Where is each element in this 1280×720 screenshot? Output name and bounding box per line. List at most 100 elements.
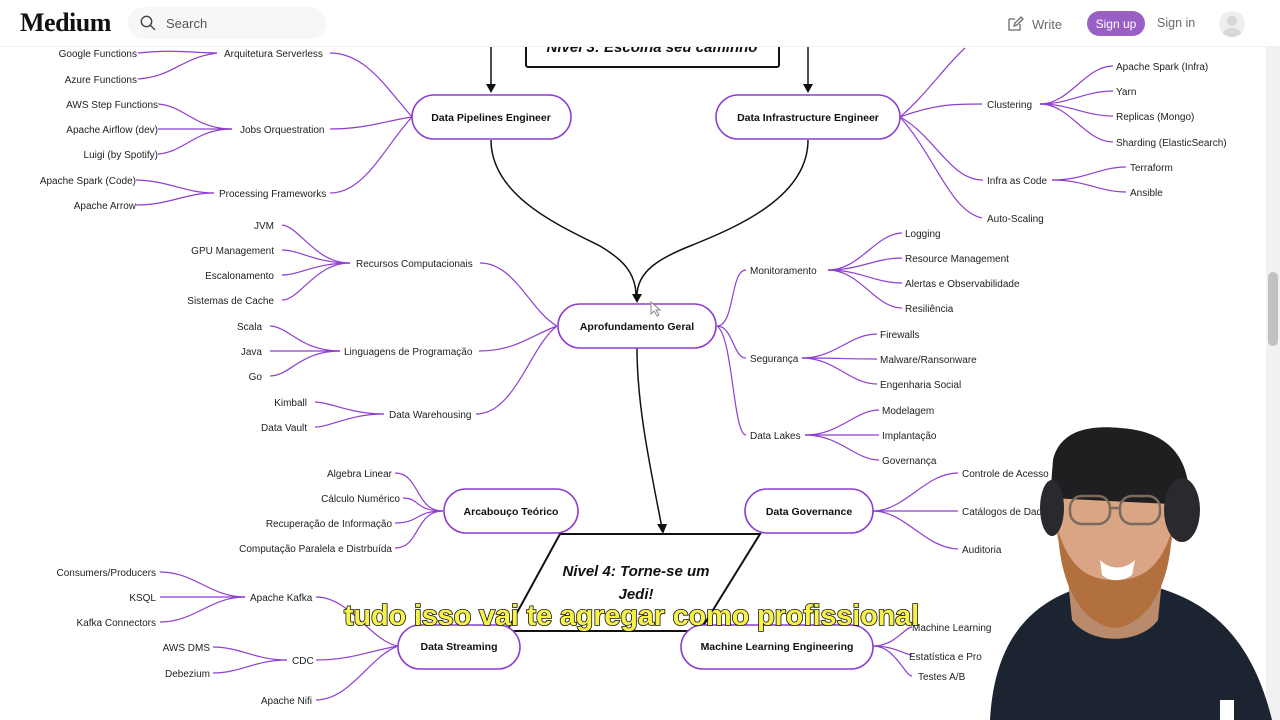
- node-data-streaming[interactable]: [397, 624, 521, 670]
- mouse-cursor: [650, 300, 662, 317]
- label-modelagem: Modelagem: [882, 406, 934, 417]
- video-subtitle: tudo isso vai te agregar como profission…: [343, 599, 920, 633]
- webcam-presenter-overlay: [990, 427, 1272, 720]
- label-clustering: Clustering: [987, 100, 1032, 111]
- label-malware: Malware/Ransonware: [880, 355, 977, 366]
- label-machine-learning: Machine Learning: [912, 623, 992, 634]
- label-alertas: Alertas e Observabilidade: [905, 279, 1020, 290]
- label-kimball: Kimball: [274, 398, 307, 409]
- node-aprofundamento-geral[interactable]: [557, 303, 717, 349]
- label-ksql: KSQL: [129, 593, 156, 604]
- level-4-title-line1: Nivel 4: Torne-se um: [563, 563, 710, 580]
- level-3-title: Nivel 3: Escolha seu caminho: [547, 46, 758, 56]
- label-estatistica: Estatística e Pro: [909, 652, 982, 663]
- node-label-infrastructure: Data Infrastructure Engineer: [737, 112, 879, 124]
- mindmap-branches: [135, 47, 1127, 701]
- label-data-lakes: Data Lakes: [750, 431, 801, 442]
- write-button[interactable]: Write: [1006, 14, 1062, 34]
- node-data-pipelines-engineer[interactable]: [411, 94, 572, 140]
- label-sistemas-de-cache: Sistemas de Cache: [187, 296, 274, 307]
- label-gpu-management: GPU Management: [191, 246, 274, 257]
- page-scrollbar[interactable]: [1266, 46, 1280, 720]
- label-computacao-paralela: Computação Paralela e Distrbuída: [239, 544, 392, 555]
- label-recursos-computacionais: Recursos Computacionais: [356, 259, 473, 270]
- career-mindmap: Nivel 3: Escolha seu caminho Nivel 4: To…: [40, 46, 1227, 707]
- search-box[interactable]: [128, 7, 326, 39]
- label-apache-airflow: Apache Airflow (dev): [66, 125, 158, 136]
- label-recuperacao: Recuperação de Informação: [266, 519, 393, 530]
- label-resource-management: Resource Management: [905, 254, 1009, 265]
- label-cdc: CDC: [292, 656, 314, 667]
- label-engenharia-social: Engenharia Social: [880, 380, 961, 391]
- write-icon: [1008, 16, 1024, 31]
- label-aws-dms: AWS DMS: [163, 643, 211, 654]
- label-arquitetura-serverless: Arquitetura Serverless: [224, 49, 323, 60]
- label-jobs-orquestration: Jobs Orquestration: [240, 125, 325, 136]
- label-resiliencia: Resiliência: [905, 304, 954, 315]
- label-terraform: Terraform: [1130, 163, 1173, 174]
- node-data-governance[interactable]: [744, 488, 874, 534]
- level-4-title-line2: Jedi!: [618, 586, 653, 603]
- label-seguranca: Segurança: [750, 354, 799, 365]
- write-label: Write: [1032, 16, 1063, 32]
- label-scala: Scala: [237, 322, 262, 333]
- label-apache-nifi: Apache Nifi: [261, 696, 312, 707]
- sign-in-link[interactable]: Sign in: [1157, 16, 1196, 30]
- label-calculo-numerico: Cálculo Numérico: [321, 494, 400, 505]
- node-label-governance: Data Governance: [766, 506, 853, 518]
- label-go: Go: [249, 372, 263, 383]
- label-auditoria: Auditoria: [962, 545, 1002, 556]
- top-navigation-bar: Medium Write Sign up Sign in: [0, 0, 1280, 47]
- search-input[interactable]: [166, 7, 316, 39]
- label-implantacao: Implantação: [882, 431, 937, 442]
- label-replicas-mongo: Replicas (Mongo): [1116, 112, 1194, 123]
- node-data-infrastructure-engineer[interactable]: [715, 94, 901, 140]
- label-debezium: Debezium: [165, 669, 210, 680]
- node-label-general: Aprofundamento Geral: [580, 321, 694, 333]
- label-data-vault: Data Vault: [261, 423, 307, 434]
- label-catalogos-de-dados: Catálogos de Dados: [962, 507, 1053, 518]
- label-aws-step-functions: AWS Step Functions: [66, 100, 158, 111]
- label-google-functions: Google Functions: [59, 49, 137, 60]
- label-auto-scaling: Auto-Scaling: [987, 214, 1044, 225]
- leaf-labels: Arquitetura Serverless Google Functions …: [40, 49, 1227, 707]
- node-label-ml: Machine Learning Engineering: [701, 641, 854, 653]
- connector-arrows: [486, 84, 813, 534]
- level-3-box: [525, 46, 780, 68]
- label-algebra-linear: Algebra Linear: [327, 469, 393, 480]
- search-icon: [140, 15, 156, 31]
- node-arcabouco-teorico[interactable]: [443, 488, 579, 534]
- medium-logo[interactable]: Medium: [20, 8, 111, 37]
- label-data-warehousing: Data Warehousing: [389, 410, 471, 421]
- label-java: Java: [241, 347, 263, 358]
- label-yarn: Yarn: [1116, 87, 1136, 98]
- label-luigi: Luigi (by Spotify): [84, 150, 158, 161]
- label-testes-ab: Testes A/B: [918, 672, 966, 683]
- label-jvm: JVM: [254, 221, 274, 232]
- label-infra-as-code: Infra as Code: [987, 176, 1047, 187]
- scrollbar-thumb[interactable]: [1268, 272, 1278, 346]
- node-machine-learning-engineering[interactable]: [680, 624, 874, 670]
- sign-up-button[interactable]: Sign up: [1087, 11, 1145, 36]
- main-nodes: Data Pipelines Engineer Data Infrastruct…: [397, 94, 901, 670]
- label-monitoramento: Monitoramento: [750, 266, 817, 277]
- avatar[interactable]: [1219, 11, 1245, 37]
- label-consumers-producers: Consumers/Producers: [57, 568, 156, 579]
- label-escalonamento: Escalonamento: [205, 271, 274, 282]
- label-sharding: Sharding (ElasticSearch): [1116, 138, 1227, 149]
- label-apache-kafka: Apache Kafka: [250, 593, 313, 604]
- user-avatar-icon: [1222, 16, 1242, 37]
- node-label-streaming: Data Streaming: [420, 641, 497, 653]
- label-processing-frameworks: Processing Frameworks: [219, 189, 326, 200]
- label-apache-arrow: Apache Arrow: [74, 201, 137, 212]
- node-label-pipelines: Data Pipelines Engineer: [431, 112, 551, 124]
- label-linguagens: Linguagens de Programação: [344, 347, 473, 358]
- label-logging: Logging: [905, 229, 941, 240]
- node-label-theory: Arcabouço Teórico: [464, 506, 559, 518]
- label-apache-spark-code: Apache Spark (Code): [40, 176, 136, 187]
- label-apache-spark-infra: Apache Spark (Infra): [1116, 62, 1208, 73]
- label-firewalls: Firewalls: [880, 330, 919, 341]
- label-governanca: Governança: [882, 456, 937, 467]
- label-ansible: Ansible: [1130, 188, 1163, 199]
- level-connectors: [490, 46, 809, 529]
